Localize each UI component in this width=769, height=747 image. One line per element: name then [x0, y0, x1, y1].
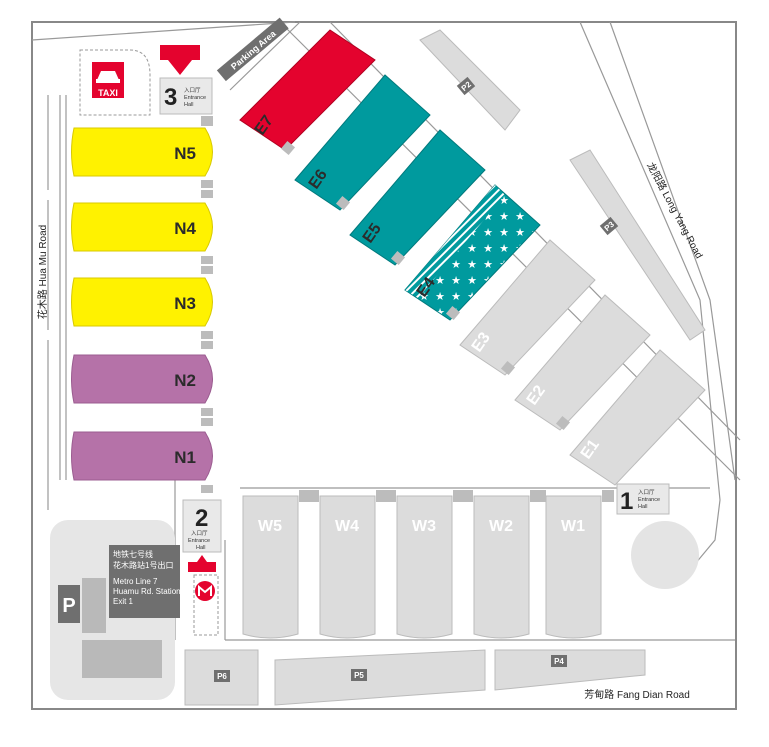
road-label-hua-mu: 花木路 Hua Mu Road — [36, 225, 49, 319]
parking-lot-p3 — [569, 149, 706, 341]
hall-label-n2: N2 — [174, 371, 196, 390]
parking-label-p4: P4 — [554, 657, 564, 666]
hall-w4[interactable]: W4 — [319, 495, 376, 639]
hall-label-n1: N1 — [174, 448, 196, 467]
hall-label-n3: N3 — [174, 294, 196, 313]
west-halls: W5 W4 W3 W2 W1 — [242, 490, 614, 639]
parking-lot-p5 — [274, 649, 486, 706]
hall-label-w4: W4 — [335, 518, 359, 535]
metro-line-en-3: Exit 1 — [113, 597, 134, 606]
hall-e3[interactable]: E3 — [459, 239, 596, 376]
parking-label-main: P — [62, 595, 75, 617]
entrance-en2-3: Hall — [184, 102, 193, 108]
hall-label-n4: N4 — [174, 219, 196, 238]
parking-label-p6: P6 — [217, 672, 227, 681]
entrance-cn-3: 入口厅 — [184, 87, 201, 94]
entrance-cn-2: 入口厅 — [191, 530, 208, 537]
hall-e6[interactable]: E6 — [294, 74, 431, 211]
hall-label-n5: N5 — [174, 144, 196, 163]
hall-w5[interactable]: W5 — [242, 495, 299, 639]
hall-n1[interactable]: N1 — [71, 431, 213, 481]
hall-n4[interactable]: N4 — [71, 202, 213, 252]
entrance-en1-2: Entrance — [188, 538, 210, 544]
hall-w3[interactable]: W3 — [396, 495, 453, 639]
hall-label-w1: W1 — [561, 518, 585, 535]
hall-label-w2: W2 — [489, 518, 513, 535]
parking-lot-p4 — [494, 649, 646, 691]
taxi-stand[interactable]: TAXI — [79, 49, 151, 116]
entrance-hall-1[interactable]: 1 入口厅 Entrance Hall — [616, 483, 670, 515]
metro-line-en-1: Metro Line 7 — [113, 577, 158, 586]
parking-label-p5: P5 — [354, 671, 364, 680]
hall-w2[interactable]: W2 — [473, 495, 530, 639]
entrance-arrow-2 — [188, 555, 216, 572]
road-label-fang-dian: 芳甸路 Fang Dian Road — [584, 688, 690, 701]
entrance-hall-3[interactable]: 3 入口厅 Entrance Hall — [159, 45, 213, 115]
entrance-en2-2: Hall — [196, 545, 205, 551]
entrance-hall-2[interactable]: 2 入口厅 Entrance Hall — [182, 499, 222, 572]
hall-n2[interactable]: N2 — [71, 354, 213, 404]
entrance-en1-3: Entrance — [184, 95, 206, 101]
hall-e2[interactable]: E2 — [514, 294, 651, 431]
entrance-number-3: 3 — [164, 84, 177, 111]
entrance-number-2: 2 — [195, 505, 208, 532]
metro-line-cn-2: 花木路站1号出口 — [113, 560, 173, 570]
hall-e1[interactable]: E1 — [569, 349, 706, 486]
metro-line-en-2: Huamu Rd. Station — [113, 587, 181, 596]
entrance-number-1: 1 — [620, 488, 633, 515]
east-halls: E7 E6 E5 E4 E3 E2 E1 — [239, 29, 706, 486]
metro-info-box — [109, 545, 180, 618]
metro-exit[interactable]: 地铁七号线 花木路站1号出口 Metro Line 7 Huamu Rd. St… — [109, 545, 219, 636]
hall-n5[interactable]: N5 — [71, 127, 213, 177]
hall-e5[interactable]: E5 — [349, 129, 486, 266]
hall-n3[interactable]: N3 — [71, 277, 213, 327]
north-halls: N5 N4 N3 N2 N1 — [71, 116, 213, 493]
taxi-label: TAXI — [98, 88, 118, 98]
hall-w1[interactable]: W1 — [545, 495, 602, 639]
entrance-en1-1: Entrance — [638, 497, 660, 503]
round-plaza — [631, 521, 699, 589]
hall-label-w5: W5 — [258, 518, 282, 535]
hall-e4[interactable]: E4 — [404, 184, 541, 321]
entrance-cn-1: 入口厅 — [638, 489, 655, 496]
hall-label-w3: W3 — [412, 518, 436, 535]
entrance-en2-1: Hall — [638, 504, 647, 510]
entrance-arrow-3 — [160, 45, 200, 75]
metro-line-cn-1: 地铁七号线 — [113, 549, 153, 559]
